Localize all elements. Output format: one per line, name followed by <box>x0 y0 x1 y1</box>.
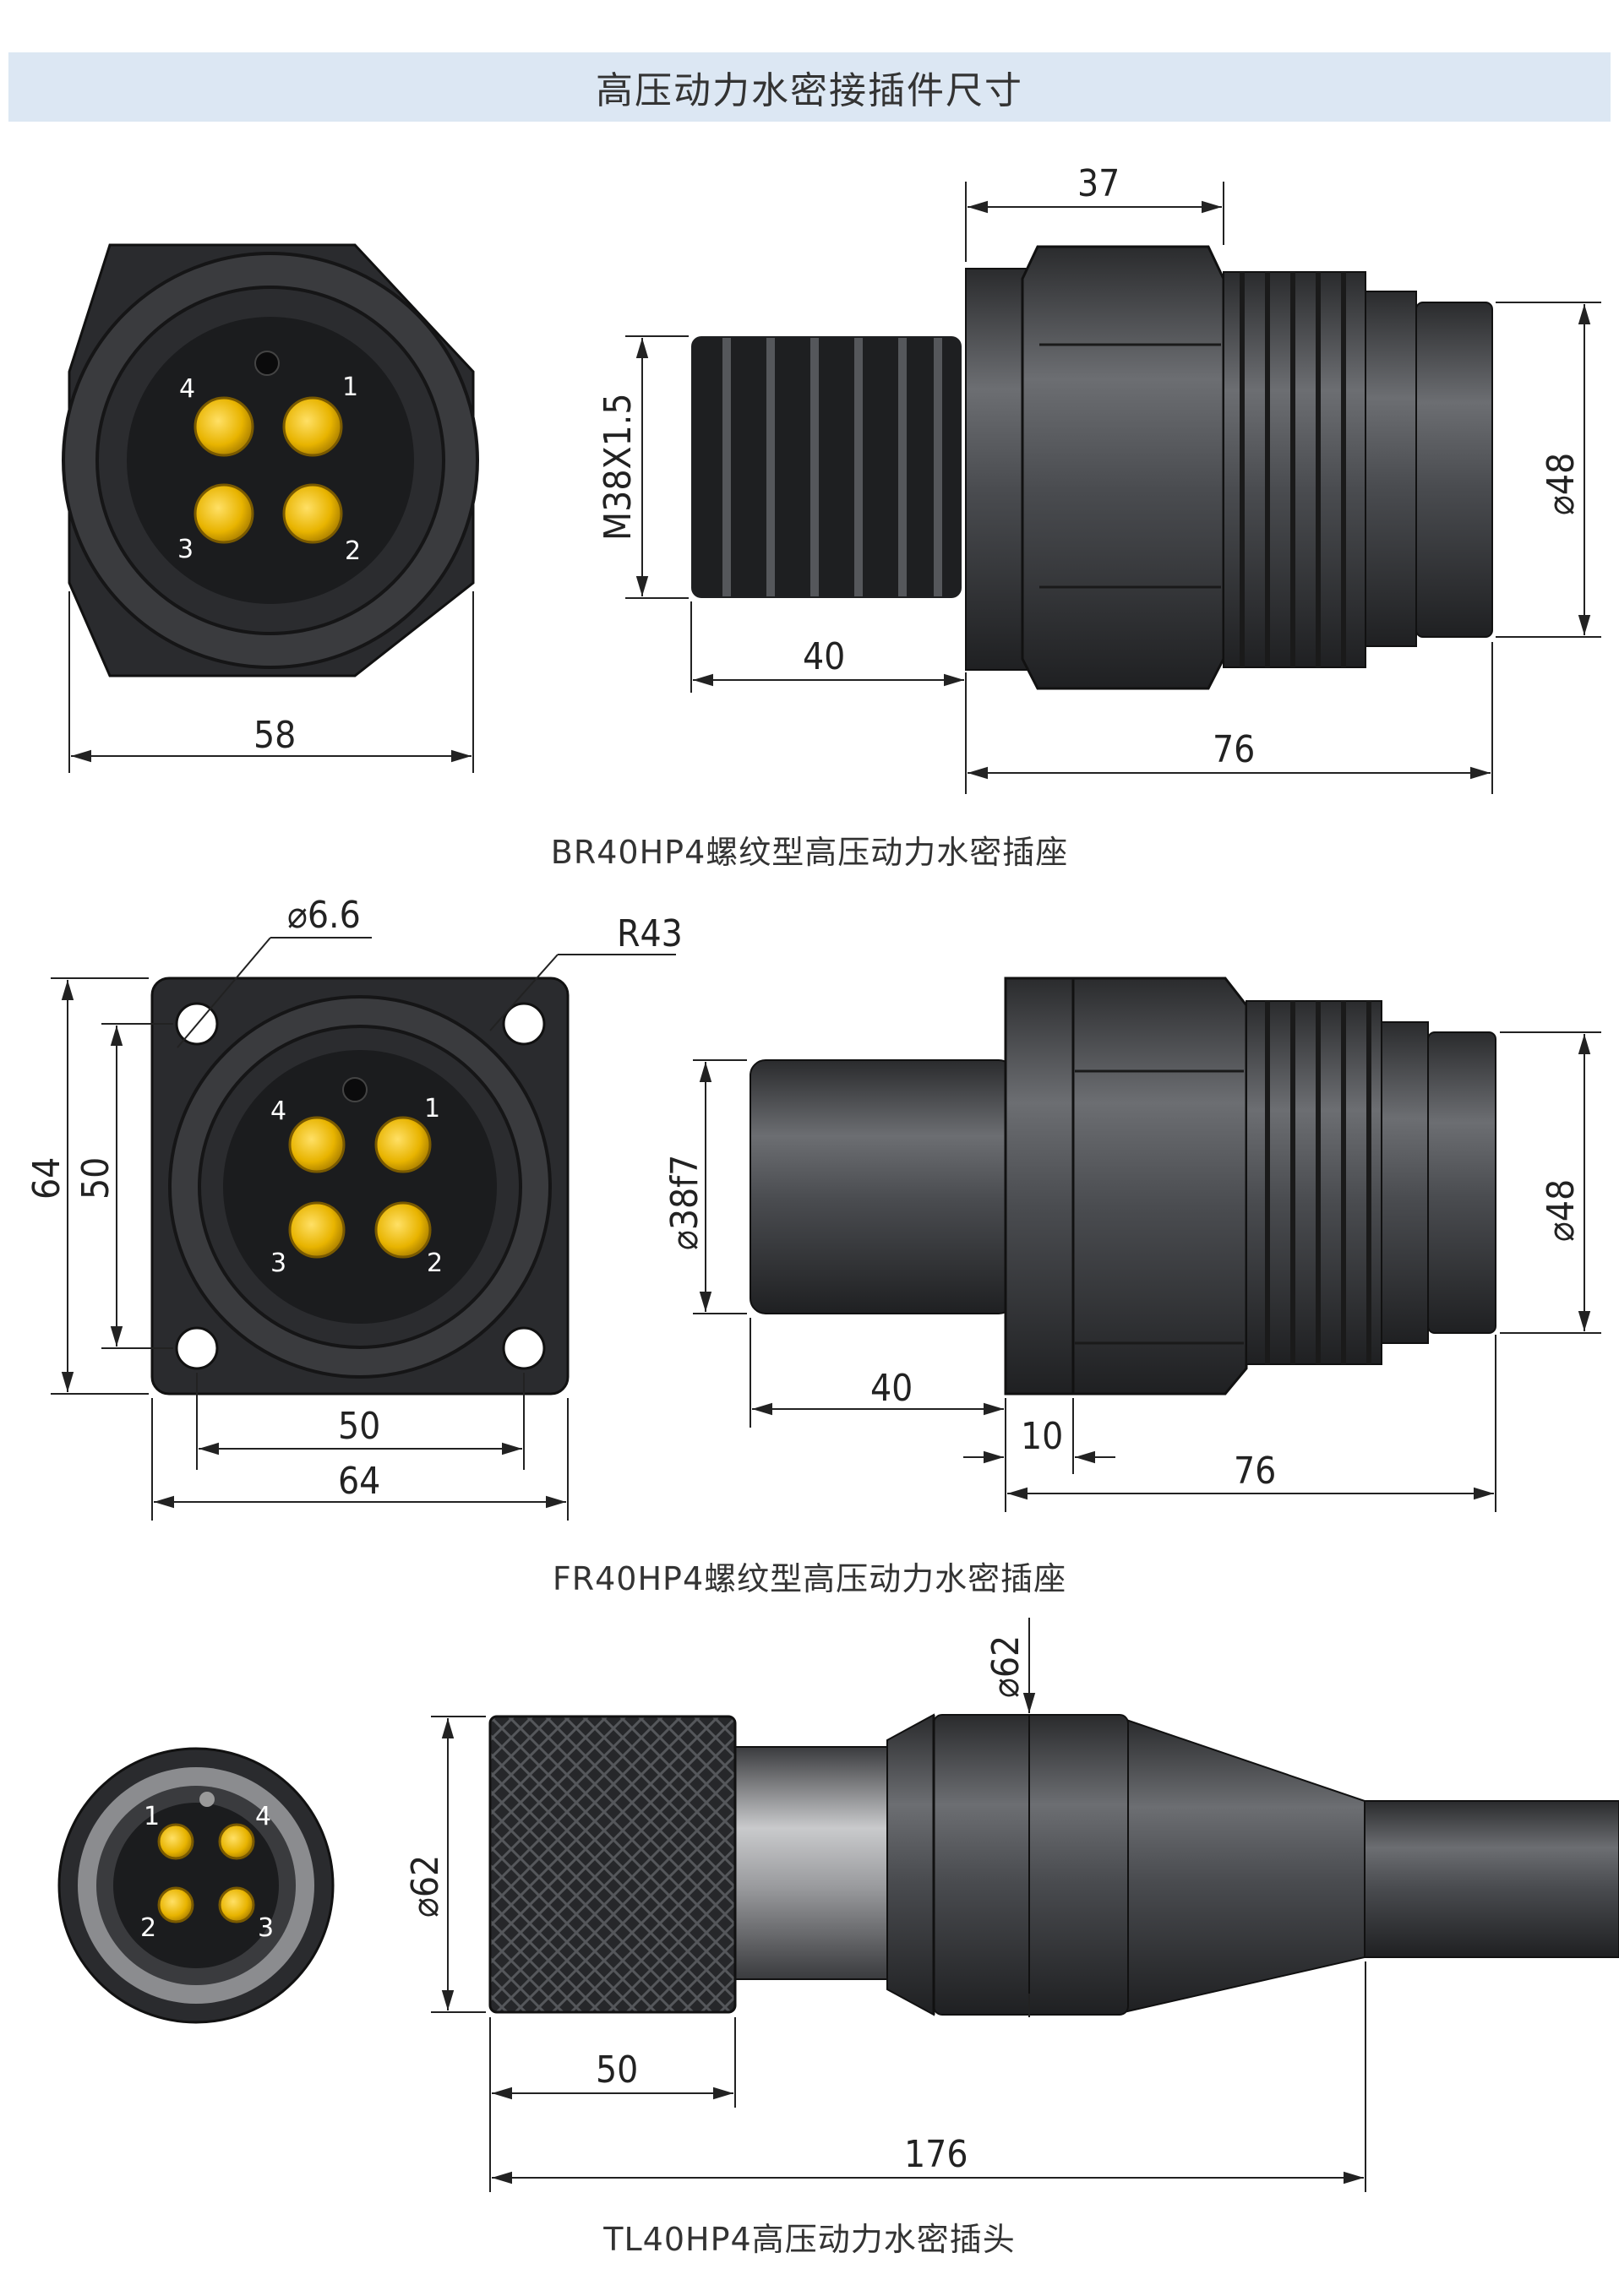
br40-side-dimensions <box>625 182 1601 794</box>
pin-label-2: 2 <box>140 1913 156 1943</box>
pin-2 <box>157 1886 194 1923</box>
dim-top: 37 <box>1077 162 1120 205</box>
dim-left-len: 40 <box>870 1367 913 1410</box>
caption-br40: BR40HP4螺纹型高压动力水密插座 <box>550 834 1069 871</box>
dim-left-len: 40 <box>803 635 845 678</box>
dim-inner-w: 50 <box>338 1405 380 1448</box>
tl40-dimensions <box>431 1618 1366 2192</box>
pin-label-1: 1 <box>144 1802 160 1831</box>
dim-radius: R43 <box>617 912 683 955</box>
dim-diameter: ⌀48 <box>1540 1179 1583 1242</box>
pin-2 <box>282 483 343 544</box>
pin-label-4: 4 <box>179 374 195 404</box>
dim-shaft: ⌀38f7 <box>663 1155 706 1250</box>
caption-tl40: TL40HP4高压动力水密插头 <box>603 2221 1016 2258</box>
fr40-face-view: 4 1 3 2 <box>150 977 570 1396</box>
fr40-face-dimensions <box>51 937 676 1521</box>
pin-label-2: 2 <box>427 1249 443 1278</box>
dim-face-width: 58 <box>253 714 296 757</box>
pin-label-4: 4 <box>255 1802 271 1831</box>
page-header: 高压动力水密接插件尺寸 <box>8 52 1611 122</box>
dim-inner-h: 50 <box>74 1157 117 1200</box>
dim-thread: M38X1.5 <box>597 393 640 541</box>
pin-label-3: 3 <box>270 1249 286 1278</box>
dim-hole: ⌀6.6 <box>287 894 361 937</box>
pin-1 <box>282 396 343 457</box>
fr40-side-dimensions <box>693 1031 1601 1512</box>
pin-label-2: 2 <box>345 536 361 566</box>
br40-face-dimension <box>68 591 474 773</box>
pin-3 <box>288 1201 346 1259</box>
pin-3 <box>218 1886 255 1923</box>
dim-left-dia: ⌀62 <box>404 1855 447 1918</box>
pin-label-1: 1 <box>342 373 358 402</box>
dim-total: 76 <box>1234 1450 1276 1493</box>
pin-4 <box>288 1116 346 1173</box>
dim-knurl: 50 <box>596 2048 638 2092</box>
dim-diameter: ⌀48 <box>1540 453 1583 515</box>
dim-flange: 10 <box>1021 1415 1063 1458</box>
br40-side-view <box>691 245 1493 690</box>
dim-outer-h: 64 <box>25 1157 68 1200</box>
pin-3 <box>194 483 254 544</box>
dim-total: 176 <box>904 2133 968 2176</box>
tl40-side-view <box>488 1713 1619 2016</box>
tl40-face-view: 1 4 2 3 <box>57 1747 335 2024</box>
pin-1 <box>157 1823 194 1860</box>
pin-1 <box>374 1116 432 1173</box>
br40-face-view: 4 1 3 2 <box>62 243 479 677</box>
page-title: 高压动力水密接插件尺寸 <box>596 69 1023 112</box>
dim-top-dia: ⌀62 <box>984 1635 1028 1698</box>
dim-outer-w: 64 <box>338 1460 380 1503</box>
caption-fr40: FR40HP4螺纹型高压动力水密插座 <box>552 1560 1067 1597</box>
pin-label-4: 4 <box>270 1096 286 1126</box>
pin-4 <box>218 1823 255 1860</box>
fr40-side-view <box>750 977 1496 1396</box>
pin-label-1: 1 <box>424 1094 440 1124</box>
dim-total: 76 <box>1213 728 1255 771</box>
pin-4 <box>194 396 254 457</box>
pin-2 <box>374 1201 432 1259</box>
pin-label-3: 3 <box>177 535 194 564</box>
pin-label-3: 3 <box>258 1913 274 1943</box>
